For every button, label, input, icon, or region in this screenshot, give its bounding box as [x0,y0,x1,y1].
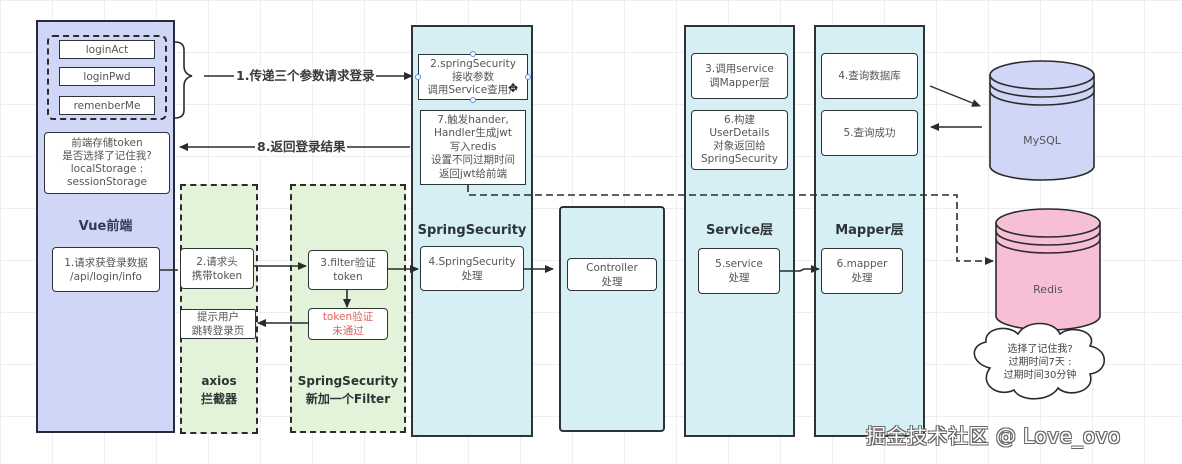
mysql-label: MySQL [1023,134,1062,147]
springsecurity-process-box: 4.SpringSecurity 处理 [420,246,524,291]
axios-interceptor-title: axios 拦截器 [200,374,237,406]
redis-label: Redis [1033,283,1063,296]
springsecurity-title: SpringSecurity [417,223,527,238]
param-login-act: loginAct [59,40,155,59]
request-header-token-box: 2.请求头 携带token [180,248,254,289]
controller-process-box: Controller 处理 [567,258,657,291]
login-request-box: 1.请求获登录数据 /api/login/info [52,247,160,292]
move-cursor-icon: ✥ [508,81,519,95]
token-verify-failed-box: token验证 未通过 [308,308,388,340]
params-brace [174,41,193,119]
param-login-pwd: loginPwd [59,67,155,86]
service-layer-title: Service层 [705,223,774,238]
jwt-handler-box: 7.触发hander, Handler生成jwt 写入redis 设置不同过期时… [420,110,526,185]
step8-label: 8.返回登录结果 [255,139,348,155]
login-params-group [47,35,167,120]
watermark: 掘金技术社区 @ Love_ovo [866,424,1121,448]
arrow-mapper-to-mysql [929,85,981,107]
step1-label: 1.传递三个参数请求登录 [234,68,377,84]
redirect-login-box: 提示用户 跳转登录页 [180,309,256,339]
redis-database-icon: Redis [995,208,1101,331]
resize-handle-left[interactable] [415,74,421,80]
vue-frontend-title: Vue前端 [78,219,133,234]
query-database-box: 4.查询数据库 [821,53,918,99]
service-process-box: 5.service 处理 [698,248,780,294]
mapper-layer-title: Mapper层 [835,223,904,238]
controller-panel [559,206,665,432]
resize-handle-top[interactable] [470,51,476,57]
filter-verify-token-box: 3.filter验证 token [308,250,388,290]
param-remember-me: remenberMe [59,96,155,115]
vue-frontend-panel [36,20,175,433]
call-service-box: 3.调用service 调Mapper层 [691,53,788,99]
mysql-database-icon: MySQL [989,60,1095,181]
token-storage-box: 前端存储token 是否选择了记住我? localStorage : sessi… [44,132,170,194]
security-filter-title: SpringSecurity 新加一个Filter [297,374,399,406]
resize-handle-bottom[interactable] [470,97,476,103]
build-userdetails-box: 6.构建 UserDetails 对象返回给 SpringSecurity [691,110,788,170]
resize-handle-right[interactable] [525,74,531,80]
cloud-note-text: 选择了记住我? 过期时间7天 : 过期时间30分钟 [1003,344,1077,381]
query-success-box: 5.查询成功 [821,110,918,156]
mapper-process-box: 6.mapper 处理 [821,248,903,294]
